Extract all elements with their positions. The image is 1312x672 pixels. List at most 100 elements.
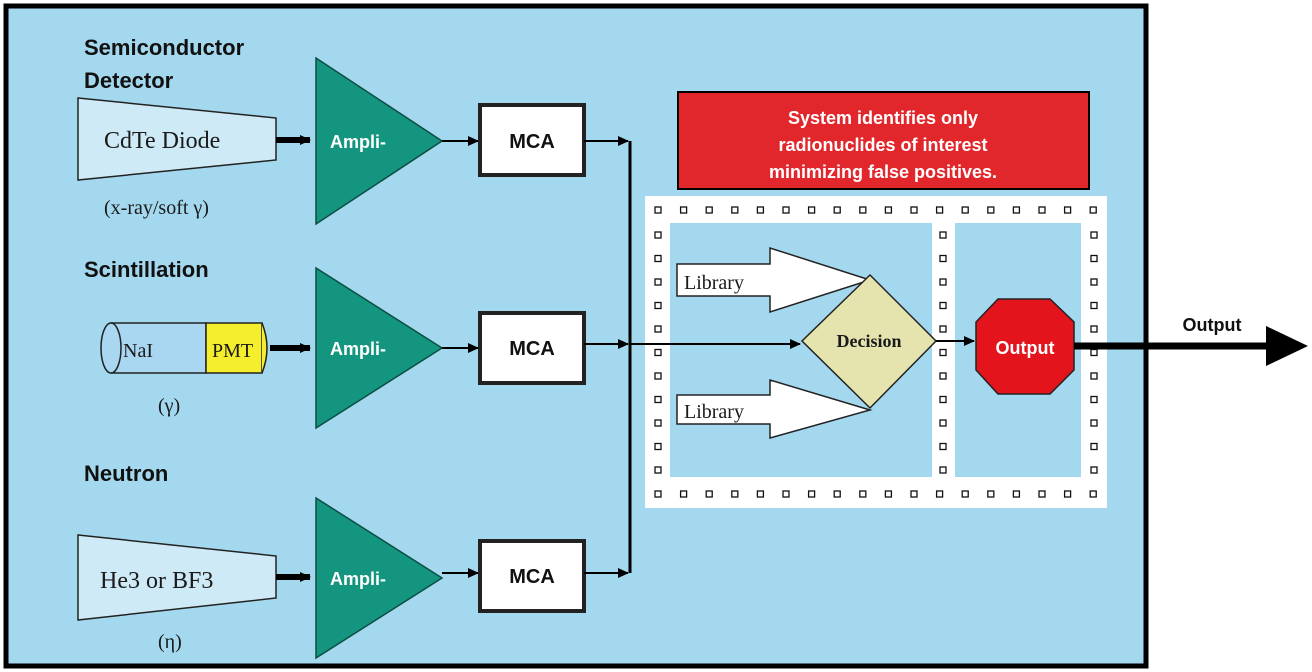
- frame-dot: [939, 348, 947, 357]
- frame-dot: [654, 301, 662, 310]
- frame-dot: [654, 419, 662, 427]
- frame-dot: [1089, 206, 1097, 214]
- cdte-diode-detector: [77, 97, 277, 181]
- frame-dot: [1090, 325, 1098, 333]
- frame-dot: [910, 206, 918, 214]
- frame-dot: [987, 490, 995, 498]
- frame-dot: [1090, 466, 1098, 474]
- callout-line3: minimizing false positives.: [769, 162, 997, 182]
- frame-dot: [654, 395, 662, 404]
- amplifier-1-label: Ampli-: [330, 132, 386, 152]
- neutron-element-label: He3 or BF3: [100, 568, 213, 594]
- frame-dot: [782, 490, 790, 498]
- frame-dot: [1063, 206, 1072, 214]
- frame-dot: [756, 206, 765, 214]
- frame-dot: [1063, 490, 1072, 498]
- semiconductor-radiation-label: (x-ray/soft γ): [104, 197, 209, 219]
- frame-dot: [939, 325, 947, 333]
- frame-dot: [939, 395, 947, 404]
- frame-dot: [935, 206, 944, 214]
- frame-dot: [1038, 206, 1046, 214]
- library-arrow-top: [676, 246, 873, 314]
- callout-line2: radionuclides of interest: [778, 135, 987, 155]
- nai-crystal-end: [100, 322, 122, 374]
- nai-label: NaI: [123, 340, 153, 362]
- frame-dot: [654, 348, 662, 357]
- frame-dot: [782, 206, 790, 214]
- frame-dot: [961, 206, 969, 214]
- frame-dot: [654, 372, 662, 380]
- frame-dot: [939, 372, 947, 380]
- frame-dot: [939, 442, 947, 451]
- frame-dot: [987, 206, 995, 214]
- mca-box-2-label: MCA: [509, 338, 555, 360]
- frame-dot: [705, 490, 713, 498]
- frame-dot: [884, 490, 893, 498]
- decision-label: Decision: [837, 331, 902, 351]
- frame-dot: [654, 206, 662, 214]
- frame-dot: [654, 442, 662, 451]
- pmt-tube-end: [261, 322, 268, 374]
- frame-dot: [654, 325, 662, 333]
- library-arrow-bottom: [676, 378, 873, 439]
- frame-dot: [731, 206, 739, 214]
- frame-dot: [935, 490, 944, 498]
- decision-diamond: [800, 273, 938, 410]
- frame-dot: [1090, 254, 1098, 263]
- frame-dot: [807, 206, 816, 214]
- callout-line1: System identifies only: [788, 108, 978, 128]
- frame-dot: [961, 490, 969, 498]
- frame-dot: [939, 419, 947, 427]
- frame-dot: [833, 206, 841, 214]
- external-output-arrowhead: [1266, 326, 1308, 366]
- frame-dot: [654, 490, 662, 498]
- frame-dot: [939, 301, 947, 310]
- amplifier-2: [315, 266, 444, 430]
- frame-dot: [1038, 490, 1046, 498]
- frame-dot: [859, 490, 867, 498]
- frame-dots: [654, 206, 1098, 498]
- scintillation-heading: Scintillation: [84, 257, 209, 282]
- mca-box-3: [478, 539, 586, 613]
- mca-box-2: [478, 311, 586, 385]
- frame-dot: [1012, 490, 1021, 498]
- semiconductor-heading-line1: Semiconductor: [84, 35, 245, 60]
- frame-dot: [939, 466, 947, 474]
- library-top-label: Library: [684, 272, 744, 294]
- frame-dot: [654, 466, 662, 474]
- frame-dot: [1090, 372, 1098, 380]
- mca-box-3-label: MCA: [509, 566, 555, 588]
- frame-dot: [654, 231, 662, 239]
- frame-dot: [654, 254, 662, 263]
- frame-dot: [1090, 348, 1098, 357]
- pmt-tube: [205, 322, 263, 374]
- external-output-label: Output: [1183, 315, 1242, 335]
- callout-box: [677, 91, 1090, 190]
- library-bottom-label: Library: [684, 401, 744, 423]
- frame-dot: [679, 206, 688, 214]
- frame-dot: [910, 490, 918, 498]
- amplifier-2-label: Ampli-: [330, 339, 386, 359]
- frame-dot: [1090, 278, 1098, 286]
- cdte-diode-label: CdTe Diode: [104, 128, 220, 154]
- neutron-heading: Neutron: [84, 461, 168, 486]
- frame-dot: [884, 206, 893, 214]
- frame-dot: [939, 278, 947, 286]
- amplifier-1: [315, 56, 444, 226]
- mca-box-1-label: MCA: [509, 131, 555, 153]
- output-octagon: [975, 298, 1075, 395]
- scintillation-radiation-label: (γ): [158, 395, 180, 417]
- frame-dot: [833, 490, 841, 498]
- neutron-radiation-label: (η): [158, 631, 182, 653]
- pmt-label: PMT: [212, 340, 253, 362]
- amplifier-3: [315, 496, 444, 660]
- frame-dot: [705, 206, 713, 214]
- frame-dot: [1090, 231, 1098, 239]
- frame-dot: [1012, 206, 1021, 214]
- frame-dot: [807, 490, 816, 498]
- frame-dot: [679, 490, 688, 498]
- frame-dot: [731, 490, 739, 498]
- frame-dot: [939, 254, 947, 263]
